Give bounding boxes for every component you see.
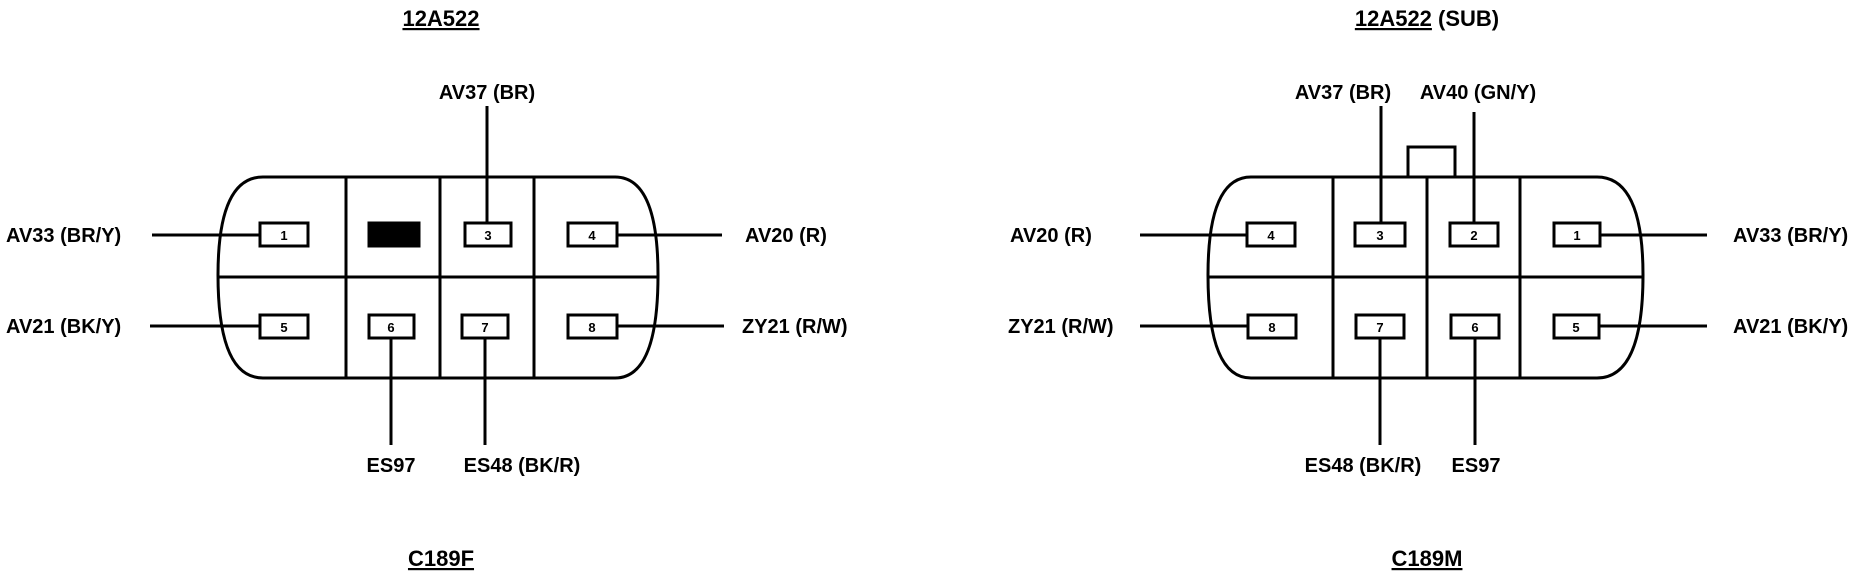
connector-header: 12A522 (SUB) xyxy=(1355,6,1499,31)
pin-number: 1 xyxy=(280,228,287,243)
pin-number: 2 xyxy=(1470,228,1477,243)
pin-cavity xyxy=(1354,313,1406,340)
pin-cavity xyxy=(1552,313,1601,340)
pin-number: 8 xyxy=(588,320,595,335)
connector-c189m: 12A522 (SUB) C189M 4 AV20 (R) 3 AV37 (BR… xyxy=(1008,6,1848,571)
pin-number: 5 xyxy=(1572,320,1579,335)
pin-number: 3 xyxy=(484,228,491,243)
pin-cavity xyxy=(1449,313,1501,340)
wire-label: AV33 (BR/Y) xyxy=(1733,225,1848,247)
pin-number: 8 xyxy=(1268,320,1275,335)
connector-header-id: 12A522 xyxy=(1355,6,1432,31)
pin-cavity xyxy=(1246,313,1298,340)
connector-id: C189F xyxy=(408,546,474,571)
pin-3: 3 AV37 (BR) xyxy=(1295,82,1407,248)
pin-cavity xyxy=(1245,221,1297,248)
pin-cavity-plugged xyxy=(367,221,421,248)
wire-label: ES48 (BK/R) xyxy=(464,455,581,477)
pin-number: 6 xyxy=(387,320,394,335)
pin-number: 6 xyxy=(1471,320,1478,335)
wire-label: ZY21 (R/W) xyxy=(1008,316,1114,338)
wire-label: ES97 xyxy=(1452,455,1501,477)
pin-7: 7 ES48 (BK/R) xyxy=(1305,313,1422,477)
wire-label: ES48 (BK/R) xyxy=(1305,455,1422,477)
wire-label: AV20 (R) xyxy=(1010,225,1092,247)
connector-c189f: 12A522 C189F 1 AV33 (BR/Y) 2 3 AV37 (BR) xyxy=(6,6,848,571)
pin-1: 1 AV33 (BR/Y) xyxy=(6,221,310,248)
wire-label: AV20 (R) xyxy=(745,225,827,247)
wire-label: AV21 (BK/Y) xyxy=(6,316,121,338)
pin-cavity xyxy=(566,313,619,340)
pin-1: 1 AV33 (BR/Y) xyxy=(1552,221,1848,248)
pin-6: 6 ES97 xyxy=(367,313,416,477)
pin-cavity xyxy=(258,221,310,248)
pin-number: 7 xyxy=(481,320,488,335)
wire-label: ES97 xyxy=(367,455,416,477)
pin-cavity xyxy=(566,221,619,248)
pin-cavity xyxy=(460,313,510,340)
pin-number: 4 xyxy=(1267,228,1275,243)
pin-number: 5 xyxy=(280,320,287,335)
pin-6: 6 ES97 xyxy=(1449,313,1501,477)
pin-2: 2 xyxy=(367,221,421,248)
pin-4: 4 AV20 (R) xyxy=(1010,221,1297,248)
pin-cavity xyxy=(1552,221,1602,248)
pin-cavity xyxy=(463,221,513,248)
pin-2: 2 AV40 (GN/Y) xyxy=(1420,82,1536,248)
pin-8: 8 ZY21 (R/W) xyxy=(566,313,848,340)
pin-4: 4 AV20 (R) xyxy=(566,221,827,248)
wire-label: AV40 (GN/Y) xyxy=(1420,82,1536,104)
connector-id: C189M xyxy=(1392,546,1463,571)
pin-3: 3 AV37 (BR) xyxy=(439,82,535,248)
connector-header-suffix: (SUB) xyxy=(1432,6,1499,31)
wire-label: AV37 (BR) xyxy=(439,82,535,104)
wire-label: AV21 (BK/Y) xyxy=(1733,316,1848,338)
connector-header: 12A522 xyxy=(402,6,479,31)
pin-number: 2 xyxy=(390,228,397,243)
pin-cavity xyxy=(367,313,416,340)
pin-number: 4 xyxy=(588,228,596,243)
pin-8: 8 ZY21 (R/W) xyxy=(1008,313,1298,340)
pin-number: 1 xyxy=(1573,228,1580,243)
pin-cavity xyxy=(1448,221,1500,248)
pin-7: 7 ES48 (BK/R) xyxy=(460,313,581,477)
pin-5: 5 AV21 (BK/Y) xyxy=(6,313,310,340)
pin-number: 3 xyxy=(1376,228,1383,243)
pin-number: 7 xyxy=(1376,320,1383,335)
wire-label: ZY21 (R/W) xyxy=(742,316,848,338)
pin-cavity xyxy=(1353,221,1407,248)
wire-label: AV37 (BR) xyxy=(1295,82,1391,104)
wire-label: AV33 (BR/Y) xyxy=(6,225,121,247)
locking-tab xyxy=(1406,145,1457,180)
pin-5: 5 AV21 (BK/Y) xyxy=(1552,313,1848,340)
pin-cavity xyxy=(258,313,310,340)
